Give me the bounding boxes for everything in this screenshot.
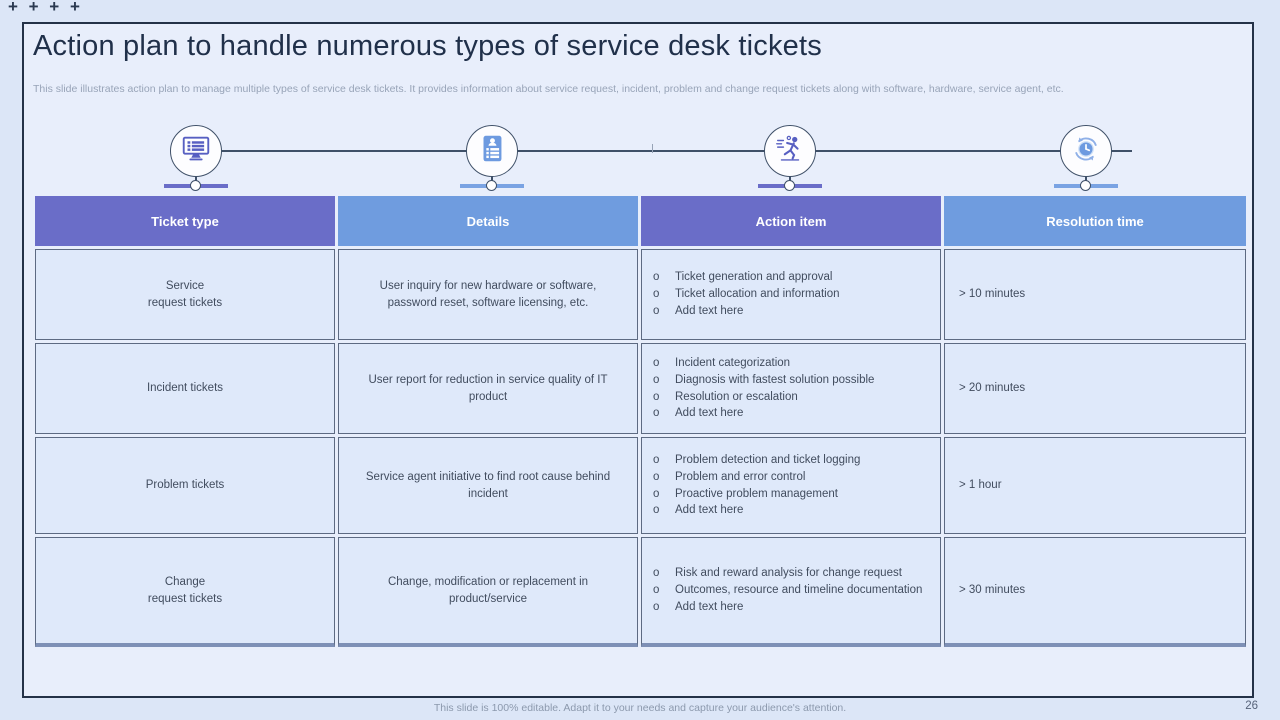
plus-marks-decoration: + + + + xyxy=(8,0,83,16)
action-item-text: Diagnosis with fastest solution possible xyxy=(675,373,875,386)
column-header-ticket-type: Ticket type xyxy=(35,196,335,246)
action-item: o Add text here xyxy=(653,599,932,616)
clock-refresh-icon xyxy=(1069,132,1103,171)
bullet-marker: o xyxy=(653,454,660,467)
action-item: o Diagnosis with fastest solution possibl… xyxy=(653,372,932,389)
action-item: o Incident categorization xyxy=(653,355,932,372)
details-cell: User report for reduction in service qua… xyxy=(338,343,638,434)
resolution-time-cell: > 20 minutes xyxy=(944,343,1246,434)
timeline-dot xyxy=(1080,180,1091,191)
bullet-marker: o xyxy=(653,567,660,580)
page-subtitle: This slide illustrates action plan to ma… xyxy=(33,83,1064,95)
timeline-node-action-item xyxy=(764,125,816,177)
action-item: o Ticket generation and approval xyxy=(653,269,932,286)
page-title: Action plan to handle numerous types of … xyxy=(33,30,822,62)
bullet-marker: o xyxy=(653,304,660,317)
column-header-action-item: Action item xyxy=(641,196,941,246)
action-item: o Proactive problem management xyxy=(653,486,932,503)
action-item: o Outcomes, resource and timeline documen… xyxy=(653,582,932,599)
resolution-time-cell: > 1 hour xyxy=(944,437,1246,534)
details-cell: Service agent initiative to find root ca… xyxy=(338,437,638,534)
action-item-text: Risk and reward analysis for change requ… xyxy=(675,567,902,580)
timeline-stem xyxy=(491,176,493,183)
bullet-marker: o xyxy=(653,271,660,284)
bullet-marker: o xyxy=(653,373,660,386)
bullet-marker: o xyxy=(653,390,660,403)
ticket-table: Ticket type Details Action item Resoluti… xyxy=(35,196,1246,647)
timeline-middle-tick xyxy=(652,144,653,153)
details-cell: User inquiry for new hardware or softwar… xyxy=(338,249,638,340)
action-item-text: Problem detection and ticket logging xyxy=(675,454,861,467)
column-header-details: Details xyxy=(338,196,638,246)
footer-note: This slide is 100% editable. Adapt it to… xyxy=(433,702,847,714)
column-header-resolution-time: Resolution time xyxy=(944,196,1246,246)
action-items-cell: o Risk and reward analysis for change req… xyxy=(641,537,941,647)
action-item-text: Add text here xyxy=(675,407,744,420)
timeline-stem xyxy=(789,176,791,183)
timeline-connector-line xyxy=(196,150,1132,152)
action-item-text: Add text here xyxy=(675,304,744,317)
bullet-marker: o xyxy=(653,487,660,500)
action-item-text: Resolution or escalation xyxy=(675,390,798,403)
action-item-text: Outcomes, resource and timeline document… xyxy=(675,584,923,597)
bullet-marker: o xyxy=(653,600,660,613)
page-number: 26 xyxy=(1245,700,1258,712)
timeline-node-details xyxy=(466,125,518,177)
bullet-marker: o xyxy=(653,288,660,301)
action-item-text: Incident categorization xyxy=(675,357,791,370)
bullet-marker: o xyxy=(653,470,660,483)
timeline-node-resolution-time xyxy=(1060,125,1112,177)
action-item: o Ticket allocation and information xyxy=(653,286,932,303)
service-request-form-icon xyxy=(475,132,509,171)
action-item-text: Ticket generation and approval xyxy=(675,271,833,284)
action-item: o Problem detection and ticket logging xyxy=(653,452,932,469)
action-item-text: Proactive problem management xyxy=(675,487,838,500)
timeline-dot xyxy=(784,180,795,191)
ticket-type-cell: Incident tickets xyxy=(35,343,335,434)
action-item: o Add text here xyxy=(653,502,932,519)
resolution-time-cell: > 10 minutes xyxy=(944,249,1246,340)
running-person-icon xyxy=(773,132,807,171)
details-cell: Change, modification or replacement in p… xyxy=(338,537,638,647)
ticket-type-cell: Change request tickets xyxy=(35,537,335,647)
action-item: o Add text here xyxy=(653,303,932,320)
action-item: o Problem and error control xyxy=(653,469,932,486)
action-item-text: Add text here xyxy=(675,600,744,613)
action-item-text: Add text here xyxy=(675,504,744,517)
monitor-ticket-icon xyxy=(179,132,213,171)
action-item-text: Problem and error control xyxy=(675,470,806,483)
timeline-stem xyxy=(1085,176,1087,183)
timeline-node-ticket-type xyxy=(170,125,222,177)
bullet-marker: o xyxy=(653,407,660,420)
bullet-marker: o xyxy=(653,357,660,370)
action-item: o Add text here xyxy=(653,405,932,422)
ticket-type-cell: Service request tickets xyxy=(35,249,335,340)
action-item: o Risk and reward analysis for change req… xyxy=(653,565,932,582)
resolution-time-cell: > 30 minutes xyxy=(944,537,1246,647)
timeline-dot xyxy=(190,180,201,191)
timeline-stem xyxy=(195,176,197,183)
action-item-text: Ticket allocation and information xyxy=(675,288,840,301)
timeline-dot xyxy=(486,180,497,191)
ticket-type-cell: Problem tickets xyxy=(35,437,335,534)
bullet-marker: o xyxy=(653,584,660,597)
action-item: o Resolution or escalation xyxy=(653,389,932,406)
bullet-marker: o xyxy=(653,504,660,517)
